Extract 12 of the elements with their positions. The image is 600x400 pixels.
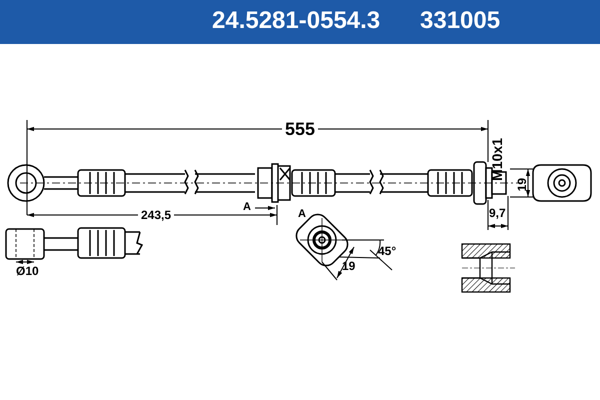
part-number: 331005 (420, 9, 500, 33)
dimension-label: Ø10 (16, 265, 39, 277)
angle-label: 45° (378, 245, 396, 257)
dimension-label: 243,5 (138, 209, 174, 221)
dimension-label: 19 (516, 178, 528, 192)
section-marker: A (243, 202, 251, 213)
thread-label: M10x1 (490, 138, 504, 181)
part-number: 24.5281-0554.3 (212, 9, 380, 33)
dimension-label: 19 (342, 260, 356, 272)
dimension-label: 9,7 (489, 207, 506, 219)
dimension-label: 555 (282, 120, 318, 138)
section-marker: A (298, 209, 306, 220)
